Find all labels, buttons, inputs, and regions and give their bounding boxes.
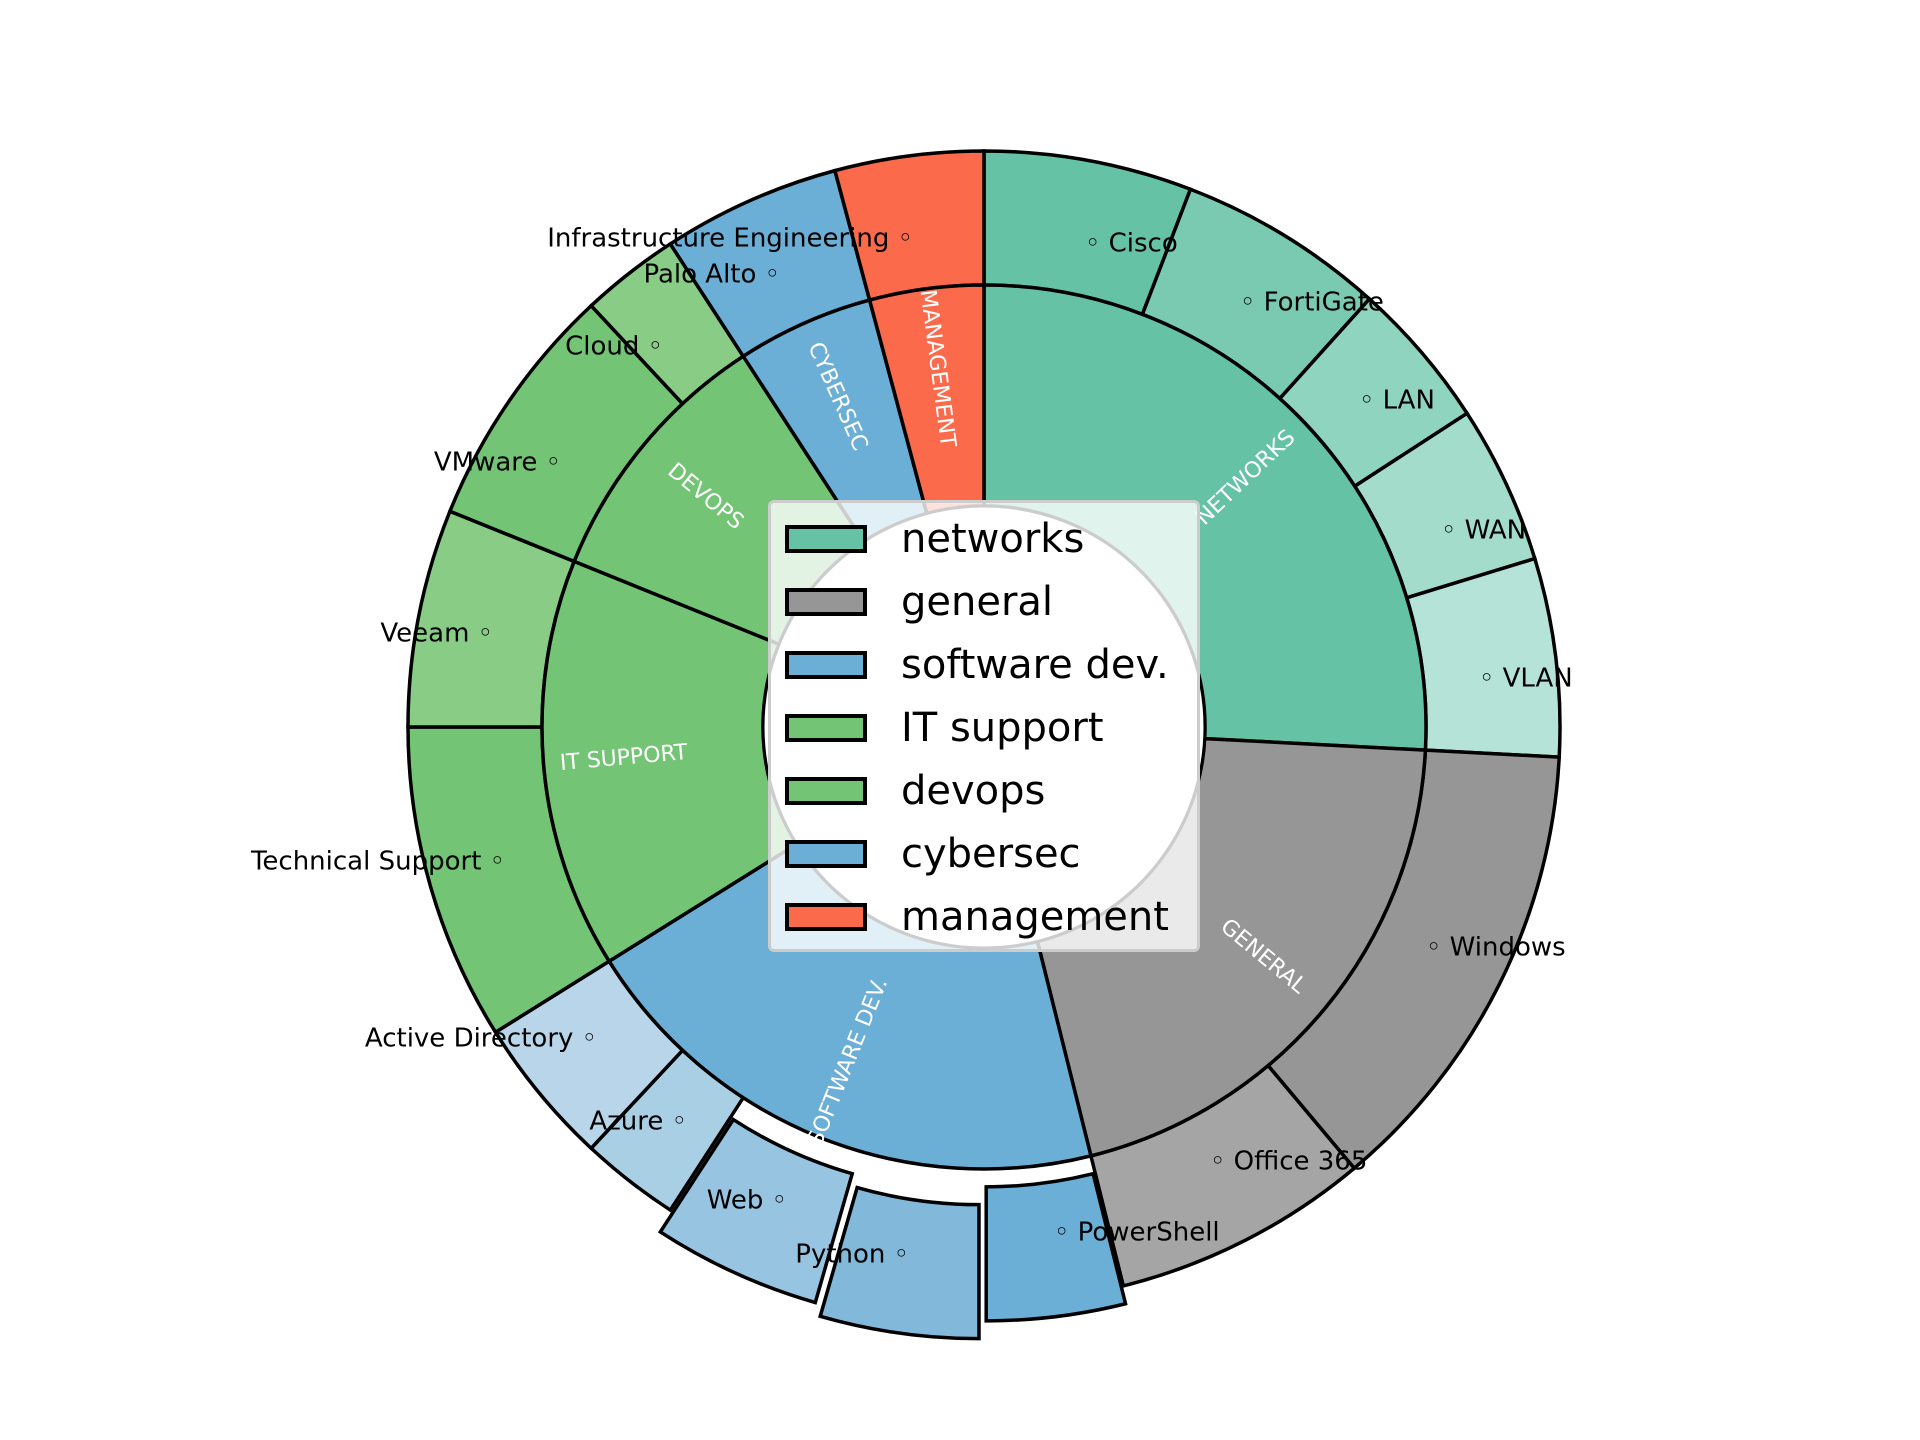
legend-swatch <box>785 588 867 616</box>
legend-label: cybersec <box>901 831 1081 877</box>
legend-swatch <box>785 777 867 805</box>
legend-label: general <box>901 579 1054 625</box>
outer-wedge-powershell <box>984 1171 1128 1323</box>
outer-label: Veeam ◦ <box>380 619 493 649</box>
outer-label: Cloud ◦ <box>565 332 663 362</box>
legend-item-devops: devops <box>785 763 1045 819</box>
outer-wedge-web <box>657 1117 855 1305</box>
outer-label: ◦ FortiGate <box>1240 288 1384 318</box>
legend-swatch <box>785 525 867 553</box>
legend-label: software dev. <box>901 642 1169 688</box>
legend-swatch <box>785 714 867 742</box>
outer-label: ◦ VLAN <box>1479 664 1573 694</box>
legend-item-it-support: IT support <box>785 700 1104 756</box>
legend-swatch <box>785 651 867 679</box>
outer-label: Active Directory ◦ <box>365 1024 597 1054</box>
outer-label: ◦ Windows <box>1426 933 1566 963</box>
outer-label: Azure ◦ <box>589 1107 687 1137</box>
legend-swatch <box>785 840 867 868</box>
outer-ring <box>406 149 1562 1341</box>
outer-label: ◦ LAN <box>1359 386 1435 416</box>
outer-label: Infrastructure Engineering ◦ <box>547 224 913 254</box>
legend-swatch <box>785 903 867 931</box>
outer-label: ◦ Cisco <box>1085 229 1178 259</box>
legend-item-general: general <box>785 574 1053 630</box>
legend-label: management <box>901 894 1169 940</box>
outer-label: ◦ WAN <box>1441 516 1526 546</box>
outer-wedge-python <box>818 1185 981 1341</box>
outer-ring-labels: ◦ Cisco ◦ FortiGate ◦ LAN ◦ WAN ◦ VLAN ◦ Wind… <box>250 224 1573 1270</box>
legend-item-networks: networks <box>785 511 1084 567</box>
outer-label: ◦ Office 365 <box>1210 1147 1367 1177</box>
legend-label: IT support <box>901 705 1104 751</box>
legend-label: devops <box>901 768 1046 814</box>
outer-label: Python ◦ <box>795 1240 909 1270</box>
legend-item-software-dev: software dev. <box>785 637 1169 693</box>
legend-item-cybersec: cybersec <box>785 826 1081 882</box>
outer-label: Palo Alto ◦ <box>643 260 780 290</box>
outer-label: VMware ◦ <box>434 448 561 478</box>
legend-item-management: management <box>785 889 1169 945</box>
legend-label: networks <box>901 516 1085 562</box>
outer-label: Technical Support ◦ <box>250 847 505 877</box>
outer-label: Web ◦ <box>707 1186 787 1216</box>
chart-legend: networks general software dev. IT suppor… <box>768 500 1200 952</box>
outer-label: ◦ PowerShell <box>1054 1218 1220 1248</box>
